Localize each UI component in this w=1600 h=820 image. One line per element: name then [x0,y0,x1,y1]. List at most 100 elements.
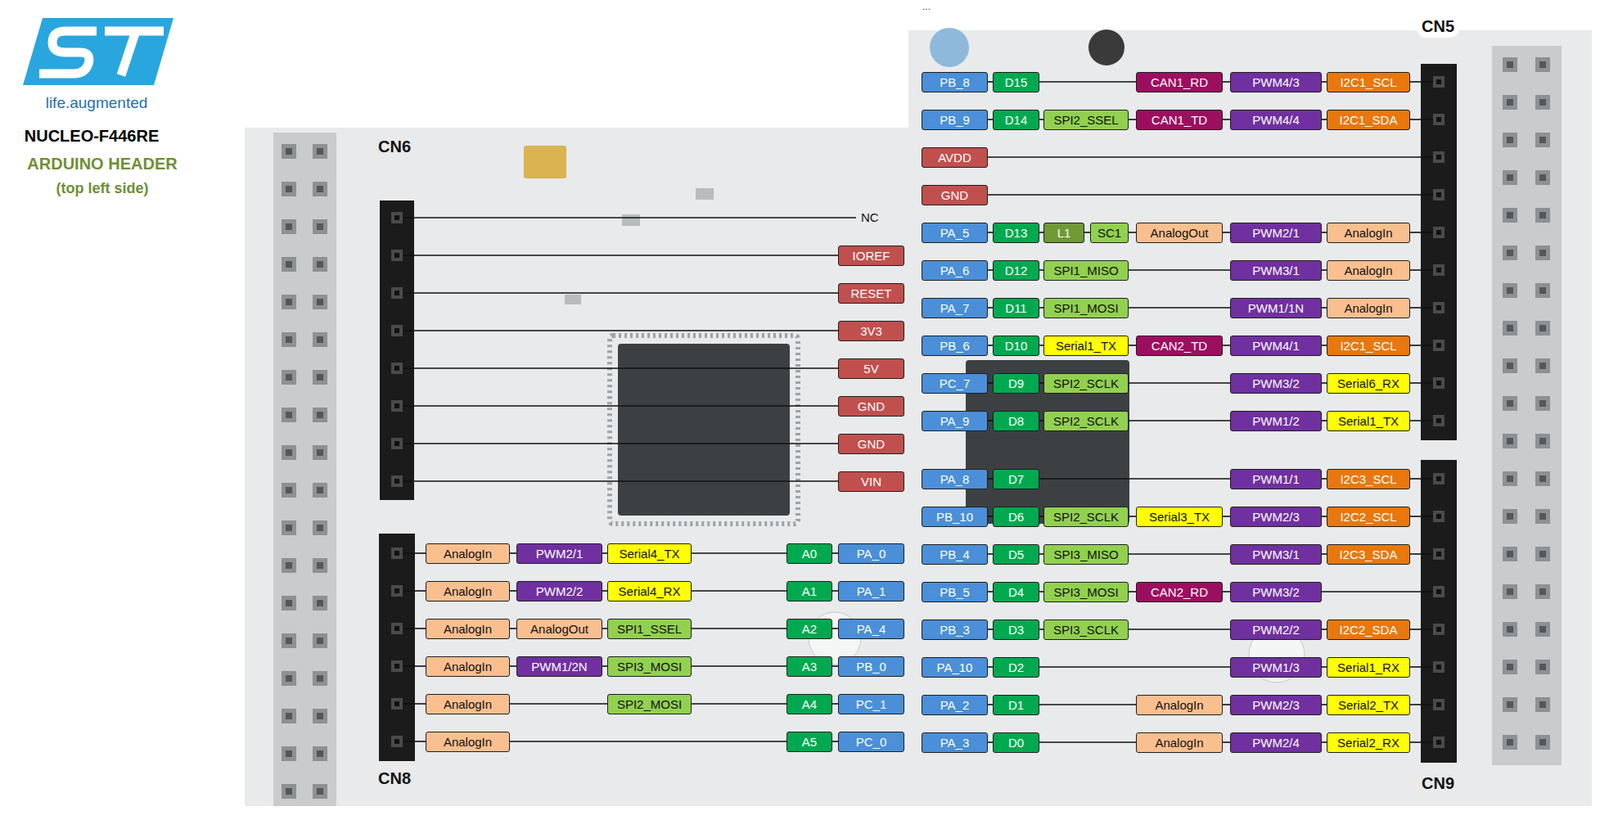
pin-label: D14 [1005,113,1028,127]
pin-label: PWM3/2 [1252,377,1300,390]
leader-line [1321,590,1434,593]
morpho-header [1491,45,1562,766]
pin-link [1128,553,1231,555]
pin-label: AnalogIn [443,622,492,636]
pin-label-box: PA_0 [838,543,905,564]
pin-label-box: AnalogIn [425,694,510,715]
pin-label-box: I2C2_SDA [1326,619,1411,640]
pin-label-box: PWM1/1 [1230,468,1322,490]
pin-label: PA_5 [940,226,970,239]
pin-label-box: AnalogIn [425,656,510,677]
pin-label-box: PB_4 [921,544,988,565]
pin-label: D12 [1005,264,1028,277]
pin-label-box: PWM2/2 [516,581,603,602]
pin-link [1128,306,1231,309]
pin-label: AnalogIn [443,660,492,673]
pin-label-box: SPI1_SSEL [607,618,692,640]
pin-link [1039,741,1136,744]
pin-link [1128,628,1231,631]
pin-label: PWM3/2 [1252,585,1300,599]
pin-link [691,552,787,555]
pin-label-box: PC_7 [921,373,988,394]
pin-label: D11 [1005,301,1027,315]
pin-label-box: SPI3_MISO [1043,544,1129,565]
pin-label-box: AnalogIn [425,618,510,640]
pin-label: A3 [802,660,817,673]
pin-label-box: D12 [992,260,1040,281]
pin-label-box: PA_2 [921,694,988,716]
text-label: life.augmented [45,94,149,113]
pin-label-box: D0 [992,732,1040,753]
pin-label: A2 [802,622,817,636]
pin-label-box: PWM4/4 [1230,109,1322,131]
pin-label: AnalogIn [443,547,492,560]
pin-label: AnalogIn [1154,736,1204,749]
leader-line [1410,382,1434,384]
pin-label: D0 [1008,736,1024,749]
pin-label-box: PB_10 [921,506,988,528]
leader-line [403,480,839,483]
pin-label-box: D6 [992,506,1040,528]
pin-label: Serial4_TX [618,547,680,560]
pin-label: I2C2_SCL [1339,510,1397,523]
pin-label-box: GND [921,184,988,206]
pin-label-box: PB_9 [921,109,988,131]
pin-label-box: Serial4_TX [607,543,692,564]
pin-label-box: PWM3/1 [1230,544,1322,565]
board-title: NUCLEO-F446RE [24,126,159,145]
pin-label-box: PA_8 [921,468,988,490]
leader-line [1410,628,1434,631]
pin-label: PWM3/1 [1252,548,1300,561]
pin-link [1128,590,1136,593]
pin-link [832,627,839,630]
pin-label-box: D13 [992,222,1040,244]
pin-label: SPI1_MISO [1053,264,1118,277]
pin-label: PWM4/3 [1252,76,1300,89]
pin-link [1084,231,1091,234]
pin-label-box: I2C1_SCL [1326,72,1411,93]
pin-label-box: PA_9 [921,410,988,432]
pin-label: PWM4/4 [1252,113,1300,127]
pin-label: PA_9 [940,414,970,428]
pin-link [1039,81,1136,83]
pin-label: A1 [802,585,817,598]
connector-name: CN9 [1421,774,1455,793]
pin-label: PA_0 [856,547,887,560]
pin-label-box: I2C3_SDA [1326,544,1411,565]
pin-label: SPI3_MOSI [617,660,682,673]
pin-label: AnalogIn [443,698,492,711]
header-pins [1420,63,1457,441]
pin-label-box: SPI2_SCLK [1043,410,1129,432]
pin-link [691,703,787,705]
text-label: ... [922,1,931,13]
pin-label: SPI2_MOSI [617,698,682,711]
pin-label: AnalogOut [1150,226,1209,239]
header-cn5 [1420,63,1457,441]
pin-label-box: PWM3/1 [1230,260,1322,281]
pin-label-box: PWM1/3 [1230,657,1322,678]
pin-label: AnalogIn [443,735,492,749]
pin-label-box: PWM2/3 [1230,694,1322,716]
board-right [908,27,1592,807]
pin-label: Serial6_RX [1337,377,1400,390]
pin-label: SPI2_SCLK [1053,414,1119,428]
pin-label: I2C1_SDA [1339,113,1398,127]
leader-line [1410,553,1434,555]
pin-label: PWM1/3 [1252,661,1300,674]
pin-label: PB_9 [939,113,970,127]
leader-line [403,254,839,257]
pin-label: GND [857,400,885,413]
pin-label: PWM2/2 [536,585,584,598]
leader-line [1410,666,1434,668]
leader-line [403,367,839,370]
pin-label: PWM2/2 [1252,623,1300,636]
leader-line [403,703,426,705]
pin-label-box: PWM1/2N [516,656,603,677]
pin-label-box: PB_8 [921,72,988,93]
pin-label: PWM2/3 [1252,698,1300,712]
pin-label-box: A0 [786,543,833,564]
pin-label-box: A3 [786,656,833,677]
st-logo [22,18,174,86]
pin-label-box: VIN [838,471,905,492]
pin-label: D5 [1008,548,1024,561]
